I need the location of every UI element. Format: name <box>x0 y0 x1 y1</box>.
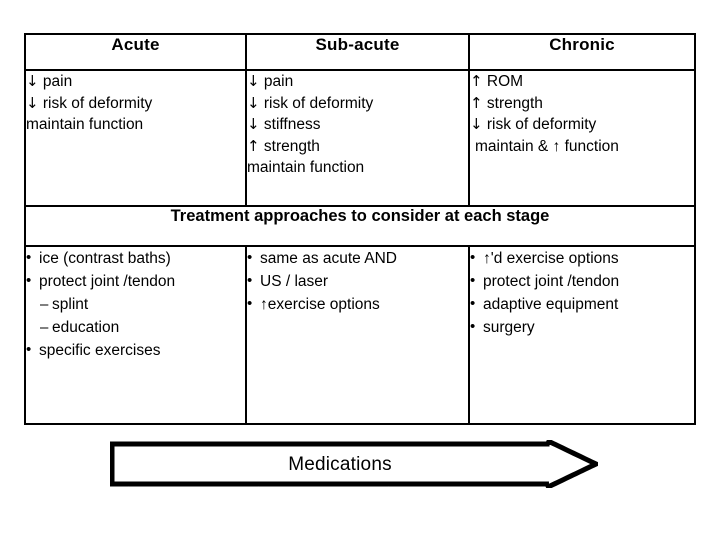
goal-item: ↓ pain <box>26 71 245 93</box>
goal-item: ↑ ROM <box>470 71 694 93</box>
arrow-down-icon: ↓ <box>247 115 260 133</box>
goal-item: ↓ risk of deformity <box>470 114 694 136</box>
goal-item: ↑ strength <box>247 136 468 158</box>
goal-item: maintain function <box>26 116 144 133</box>
table-header-row: Acute Sub-acute Chronic <box>24 33 696 71</box>
treatment-item: ice (contrast baths) <box>26 246 245 270</box>
stages-table: Acute Sub-acute Chronic ↓ pain↓ risk of … <box>24 33 696 425</box>
arrow-down-icon: ↓ <box>247 93 260 112</box>
treatment-item: same as acute AND <box>247 246 468 270</box>
treatment-item: surgery <box>470 315 694 339</box>
treatment-subitem: education <box>26 316 245 339</box>
treatment-banner-row: Treatment approaches to consider at each… <box>24 205 696 247</box>
goal-item: ↑ strength <box>470 93 694 115</box>
treatment-item: protect joint /tendon <box>26 269 245 293</box>
treatment-item: specific exercises <box>26 338 245 362</box>
medications-arrow: Medications <box>110 440 598 488</box>
column-header-chronic: Chronic <box>468 33 696 71</box>
arrow-down-icon: ↓ <box>26 72 39 90</box>
goal-item: ↓ risk of deformity <box>247 93 468 115</box>
arrow-down-icon: ↓ <box>470 115 483 133</box>
treatments-row: ice (contrast baths)protect joint /tendo… <box>24 245 696 425</box>
treatments-list-chronic: ↑'d exercise optionsprotect joint /tendo… <box>470 246 694 339</box>
arrow-up-icon: ↑ <box>470 72 483 90</box>
arrow-up-icon: ↑ <box>470 93 483 112</box>
column-header-acute: Acute <box>24 33 247 71</box>
treatment-item: ↑exercise options <box>247 292 468 316</box>
treatment-item: adaptive equipment <box>470 292 694 316</box>
goals-cell-sub-acute: ↓ pain↓ risk of deformity↓ stiffness↑ st… <box>245 69 470 207</box>
goal-item: ↓ risk of deformity <box>26 93 245 115</box>
treatments-list-sub-acute: same as acute ANDUS / laser↑exercise opt… <box>247 246 468 316</box>
treatment-item: ↑'d exercise options <box>470 246 694 270</box>
treatments-cell-chronic: ↑'d exercise optionsprotect joint /tendo… <box>468 245 696 425</box>
column-header-sub-acute: Sub-acute <box>245 33 470 71</box>
medications-label: Medications <box>288 453 392 475</box>
treatments-cell-acute: ice (contrast baths)protect joint /tendo… <box>24 245 247 425</box>
goal-item: maintain & ↑ function <box>475 137 619 155</box>
treatment-item: US / laser <box>247 269 468 293</box>
goal-item: ↓ stiffness <box>247 114 468 136</box>
goal-item: ↓ pain <box>247 71 468 93</box>
medications-arrow-shape <box>110 440 598 488</box>
goal-item: maintain function <box>247 159 365 176</box>
arrow-down-icon: ↓ <box>247 72 260 90</box>
treatment-item: protect joint /tendon <box>470 269 694 293</box>
treatment-banner: Treatment approaches to consider at each… <box>24 205 696 247</box>
arrow-down-icon: ↓ <box>26 93 39 112</box>
treatment-subitem: splint <box>26 293 245 316</box>
arrow-up-icon: ↑ <box>247 136 260 155</box>
treatments-cell-sub-acute: same as acute ANDUS / laser↑exercise opt… <box>245 245 470 425</box>
treatments-list-acute: ice (contrast baths)protect joint /tendo… <box>26 246 245 362</box>
goals-list-sub-acute: ↓ pain↓ risk of deformity↓ stiffness↑ st… <box>247 71 468 179</box>
